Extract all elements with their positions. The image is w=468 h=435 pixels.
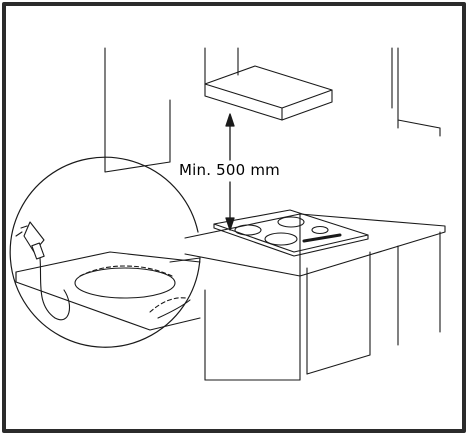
hob [213,209,369,257]
power-plug [15,221,71,321]
wall-cabinet-right [204,47,441,137]
hob-burner [264,232,298,246]
base-cabinets [204,231,441,381]
dimension-label: Min. 500 mm [177,161,282,179]
hob-burner [234,224,262,236]
cooker-hood [204,65,333,121]
worktop [184,213,446,277]
detail-circle [9,156,201,348]
hob-burner [277,216,305,228]
wall-cabinet-left [104,47,171,173]
hob-burner [311,225,329,235]
